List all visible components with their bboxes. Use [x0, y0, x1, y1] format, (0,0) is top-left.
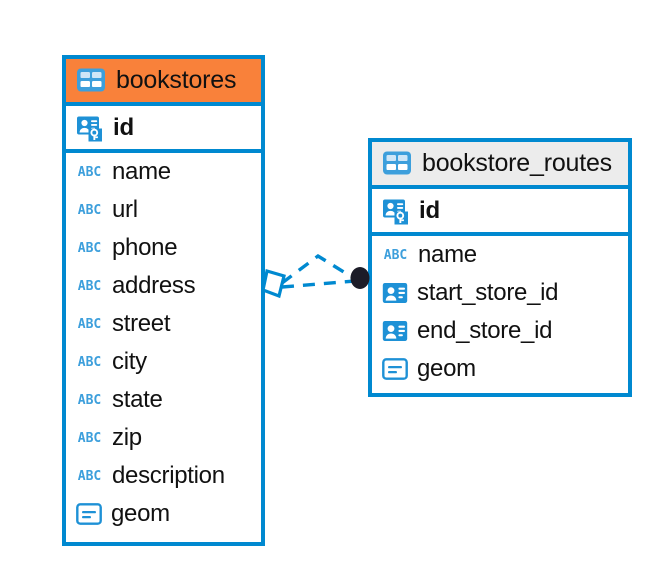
field-row[interactable]: start_store_id — [372, 274, 628, 312]
entity-header-bookstore-routes[interactable]: bookstore_routes — [372, 142, 628, 189]
field-row[interactable]: ABC state — [66, 381, 261, 419]
field-label: geom — [111, 500, 170, 527]
field-label: phone — [112, 234, 178, 261]
abc-text-icon: ABC — [77, 430, 102, 446]
entity-table-bookstore-routes[interactable]: bookstore_routes id ABC — [368, 138, 632, 397]
field-row[interactable]: ABC address — [66, 267, 261, 305]
abc-text-icon: ABC — [77, 468, 102, 484]
field-label: city — [112, 348, 147, 375]
abc-text-icon: ABC — [77, 316, 102, 332]
field-row[interactable]: geom — [372, 350, 628, 388]
abc-text-icon: ABC — [77, 164, 102, 180]
geometry-icon — [76, 503, 102, 525]
table-icon — [382, 150, 412, 176]
field-label: geom — [417, 355, 476, 382]
field-row[interactable]: ABC url — [66, 191, 261, 229]
primary-key-icon — [382, 197, 410, 225]
field-label: street — [112, 310, 171, 337]
abc-text-icon: ABC — [77, 354, 102, 370]
field-label: url — [112, 196, 138, 223]
field-row[interactable]: id — [66, 106, 261, 153]
abc-text-icon: ABC — [77, 278, 102, 294]
entity-title: bookstores — [116, 65, 237, 94]
primary-key-icon — [76, 114, 104, 142]
field-label: start_store_id — [417, 279, 559, 306]
abc-text-icon: ABC — [77, 240, 102, 256]
table-icon — [76, 67, 106, 93]
abc-text-icon: ABC — [77, 392, 102, 408]
abc-text-icon: ABC — [77, 202, 102, 218]
geometry-icon — [382, 358, 408, 380]
entity-title: bookstore_routes — [422, 148, 612, 177]
field-label: end_store_id — [417, 317, 553, 344]
field-label: name — [112, 158, 171, 185]
field-row[interactable]: ABC street — [66, 305, 261, 343]
field-row[interactable]: ABC name — [372, 236, 628, 274]
field-row[interactable]: ABC description — [66, 457, 261, 495]
field-row[interactable]: ABC name — [66, 153, 261, 191]
field-label: state — [112, 386, 163, 413]
field-row[interactable]: ABC phone — [66, 229, 261, 267]
entity-table-bookstores[interactable]: bookstores id — [62, 55, 265, 546]
field-row[interactable]: end_store_id — [372, 312, 628, 350]
filled-circle-many-marker — [350, 267, 370, 289]
field-label: id — [113, 113, 134, 141]
field-label: description — [112, 462, 225, 489]
field-row[interactable]: ABC zip — [66, 419, 261, 457]
field-label: id — [419, 196, 440, 224]
field-label: address — [112, 272, 196, 299]
field-label: zip — [112, 424, 142, 451]
relationship-line-upper — [280, 253, 356, 285]
field-row[interactable]: ABC city — [66, 343, 261, 381]
foreign-key-icon — [382, 281, 408, 305]
entity-header-bookstores[interactable]: bookstores — [66, 59, 261, 106]
crows-foot-one-marker — [261, 268, 286, 299]
relationship-line-lower — [281, 279, 356, 289]
field-label: name — [418, 241, 477, 268]
abc-text-icon: ABC — [383, 247, 408, 263]
field-row[interactable]: id — [372, 189, 628, 236]
foreign-key-icon — [382, 319, 408, 343]
field-row[interactable]: geom — [66, 495, 261, 533]
